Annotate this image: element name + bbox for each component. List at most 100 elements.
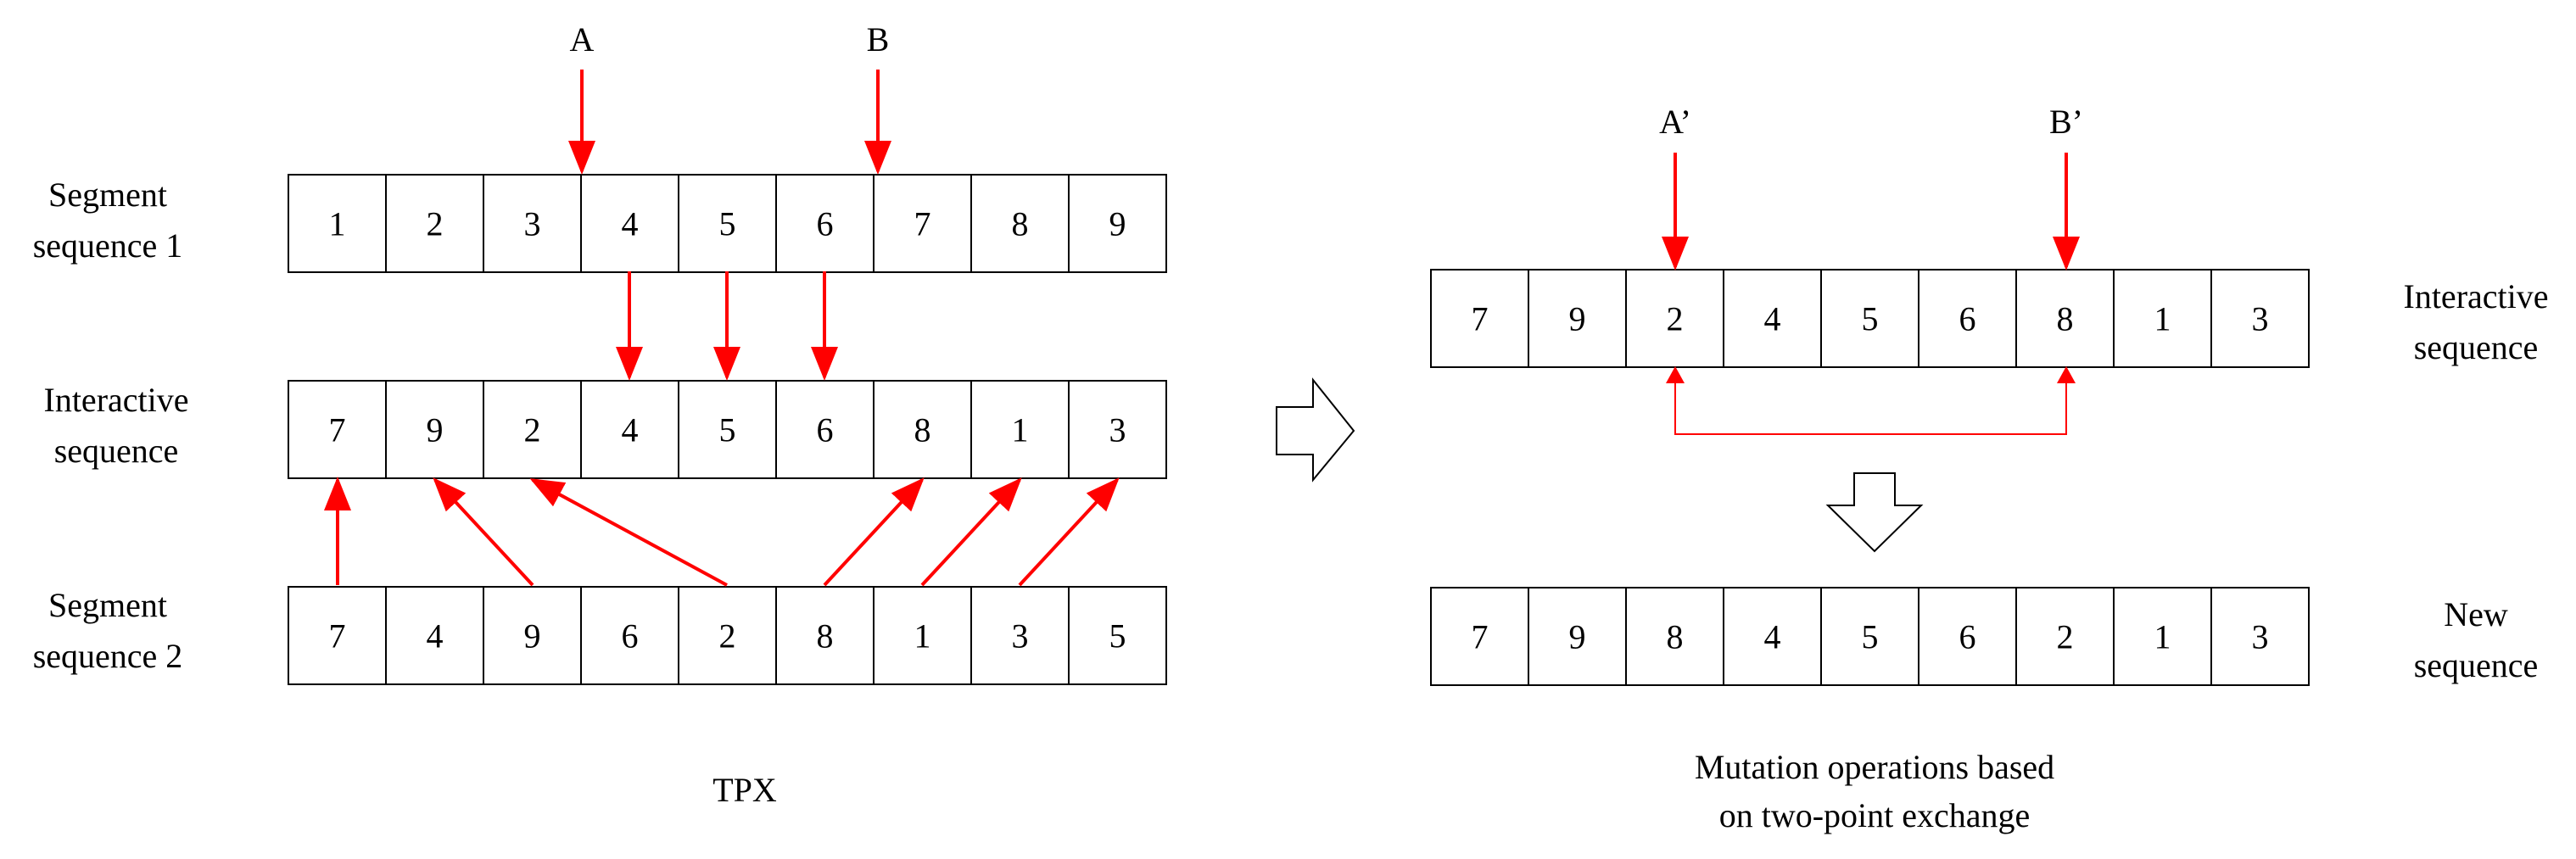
segment-seq-2-cell-value: 4 bbox=[427, 617, 444, 655]
caption-tpx: TPX bbox=[712, 771, 777, 809]
segment-seq-1-cell-value: 4 bbox=[622, 205, 639, 243]
row-label-new-seq-line2: sequence bbox=[2414, 646, 2539, 684]
arrow-3-up bbox=[1018, 477, 1120, 587]
new-seq-cell bbox=[1820, 587, 1919, 686]
segment-seq-2-cell bbox=[1068, 586, 1167, 685]
right-interactive-seq-cell bbox=[1918, 269, 2017, 368]
interactive-seq-cell-value: 7 bbox=[329, 411, 346, 449]
right-interactive-seq-cell-value: 3 bbox=[2252, 300, 2269, 338]
new-seq-cell-value: 8 bbox=[1667, 618, 1684, 656]
new-seq-cell-value: 6 bbox=[1959, 618, 1976, 656]
segment-seq-1-cell bbox=[775, 174, 874, 273]
segment-seq-1-cell-value: 5 bbox=[719, 205, 736, 243]
segment-seq-1-cell bbox=[288, 174, 387, 273]
segment-seq-1-cell bbox=[970, 174, 1070, 273]
arrow-8-up bbox=[823, 477, 925, 587]
row-label-interactive-seq-line2: sequence bbox=[54, 432, 179, 470]
right-interactive-seq-cell bbox=[1723, 269, 1822, 368]
interactive-seq-cell-value: 6 bbox=[817, 411, 834, 449]
interactive-seq-cell-value: 3 bbox=[1109, 411, 1126, 449]
segment-seq-2-cell bbox=[580, 586, 679, 685]
segment-seq-2-cell bbox=[385, 586, 484, 685]
new-seq-cell-value: 2 bbox=[2057, 618, 2074, 656]
right-interactive-seq-cell-value: 1 bbox=[2154, 300, 2171, 338]
new-seq-cell bbox=[2015, 587, 2115, 686]
right-arrows bbox=[1662, 153, 2080, 271]
new-seq-cell bbox=[1918, 587, 2017, 686]
right-interactive-seq-cell-value: 6 bbox=[1959, 300, 1976, 338]
segment-seq-2-cell bbox=[483, 586, 582, 685]
row-label-new-seq-line1: New bbox=[2444, 595, 2508, 633]
interactive-seq-cell-value: 8 bbox=[914, 411, 931, 449]
interactive-seq-cell bbox=[580, 380, 679, 479]
right-interactive-seq-cell-value: 8 bbox=[2057, 300, 2074, 338]
segment-seq-1-cell-value: 6 bbox=[817, 205, 834, 243]
interactive-seq-cell-value: 1 bbox=[1012, 411, 1029, 449]
arrow-1-up bbox=[920, 477, 1022, 587]
segment-seq-1-cell-value: 8 bbox=[1012, 205, 1029, 243]
row-label-right-interactive-line2: sequence bbox=[2414, 328, 2539, 366]
new-seq-cell bbox=[2210, 587, 2310, 686]
interactive-seq-cell bbox=[678, 380, 777, 479]
exchange-bracket-connector bbox=[1674, 370, 2067, 435]
right-interactive-seq-cell bbox=[1528, 269, 1627, 368]
new-seq-cell-value: 5 bbox=[1862, 618, 1879, 656]
segment-seq-2-cell-value: 7 bbox=[329, 617, 346, 655]
segment-seq-1-cell bbox=[385, 174, 484, 273]
new-seq-cell-value: 7 bbox=[1472, 618, 1489, 656]
segment-seq-1-cell bbox=[1068, 174, 1167, 273]
exchange-bracket bbox=[1674, 370, 2067, 435]
segment-seq-2-cell-value: 6 bbox=[622, 617, 639, 655]
segment-seq-1-cell bbox=[873, 174, 972, 273]
interactive-seq-cell-value: 4 bbox=[622, 411, 639, 449]
caption-mutation-line1: Mutation operations based bbox=[1695, 748, 2054, 786]
row-label-right-interactive-line1: Interactive bbox=[2404, 277, 2549, 315]
exchange-arrowhead-right bbox=[2057, 366, 2076, 383]
right-interactive-seq-cell bbox=[1625, 269, 1724, 368]
segment-seq-2-cell-value: 1 bbox=[914, 617, 931, 655]
interactive-sequence: 7 9 2 4 5 6 8 1 3 bbox=[288, 380, 1167, 479]
segment-seq-1-cell-value: 1 bbox=[329, 205, 346, 243]
marker-b: B bbox=[867, 20, 890, 59]
arrow-2-up bbox=[529, 478, 728, 587]
segment-seq-2-cell bbox=[873, 586, 972, 685]
interactive-seq-cell bbox=[288, 380, 387, 479]
caption-mutation-line2: on two-point exchange bbox=[1719, 796, 2031, 834]
marker-b-prime: B’ bbox=[2049, 103, 2083, 141]
down-block-arrow bbox=[1825, 472, 1924, 553]
marker-a-prime: A’ bbox=[1659, 103, 1691, 141]
new-seq-cell-value: 4 bbox=[1764, 618, 1781, 656]
new-seq-cell-value: 1 bbox=[2154, 618, 2171, 656]
new-seq-cell bbox=[1528, 587, 1627, 686]
row-label-segment-seq-2-line1: Segment bbox=[48, 586, 167, 624]
segment-seq-2-cell-value: 5 bbox=[1109, 617, 1126, 655]
interactive-seq-cell-value: 2 bbox=[524, 411, 541, 449]
segment-seq-1-cell-value: 2 bbox=[427, 205, 444, 243]
new-seq-cell bbox=[1723, 587, 1822, 686]
segment-seq-2-cell bbox=[678, 586, 777, 685]
interactive-seq-cell-value: 5 bbox=[719, 411, 736, 449]
row-label-interactive-seq-line1: Interactive bbox=[44, 381, 189, 419]
right-interactive-seq-cell bbox=[2113, 269, 2212, 368]
right-interactive-seq-cell bbox=[2210, 269, 2310, 368]
right-interactive-seq-cell bbox=[1430, 269, 1529, 368]
right-interactive-seq-cell-value: 4 bbox=[1764, 300, 1781, 338]
interactive-seq-cell-value: 9 bbox=[427, 411, 444, 449]
row-label-segment-seq-1-line1: Segment bbox=[48, 176, 167, 214]
row-label-segment-seq-2-line2: sequence 2 bbox=[33, 637, 183, 675]
segment-seq-2-cell-value: 2 bbox=[719, 617, 736, 655]
segment-seq-2-cell-value: 9 bbox=[524, 617, 541, 655]
interactive-seq-cell bbox=[1068, 380, 1167, 479]
segment-seq-2-cell bbox=[288, 586, 387, 685]
interactive-seq-cell bbox=[873, 380, 972, 479]
arrow-9-up bbox=[433, 477, 534, 587]
right-interactive-seq-cell-value: 2 bbox=[1667, 300, 1684, 338]
new-seq-cell bbox=[1430, 587, 1529, 686]
segment-seq-1-cell-value: 3 bbox=[524, 205, 541, 243]
segment-seq-1-cell-value: 9 bbox=[1109, 205, 1126, 243]
right-block-arrow bbox=[1276, 377, 1355, 482]
